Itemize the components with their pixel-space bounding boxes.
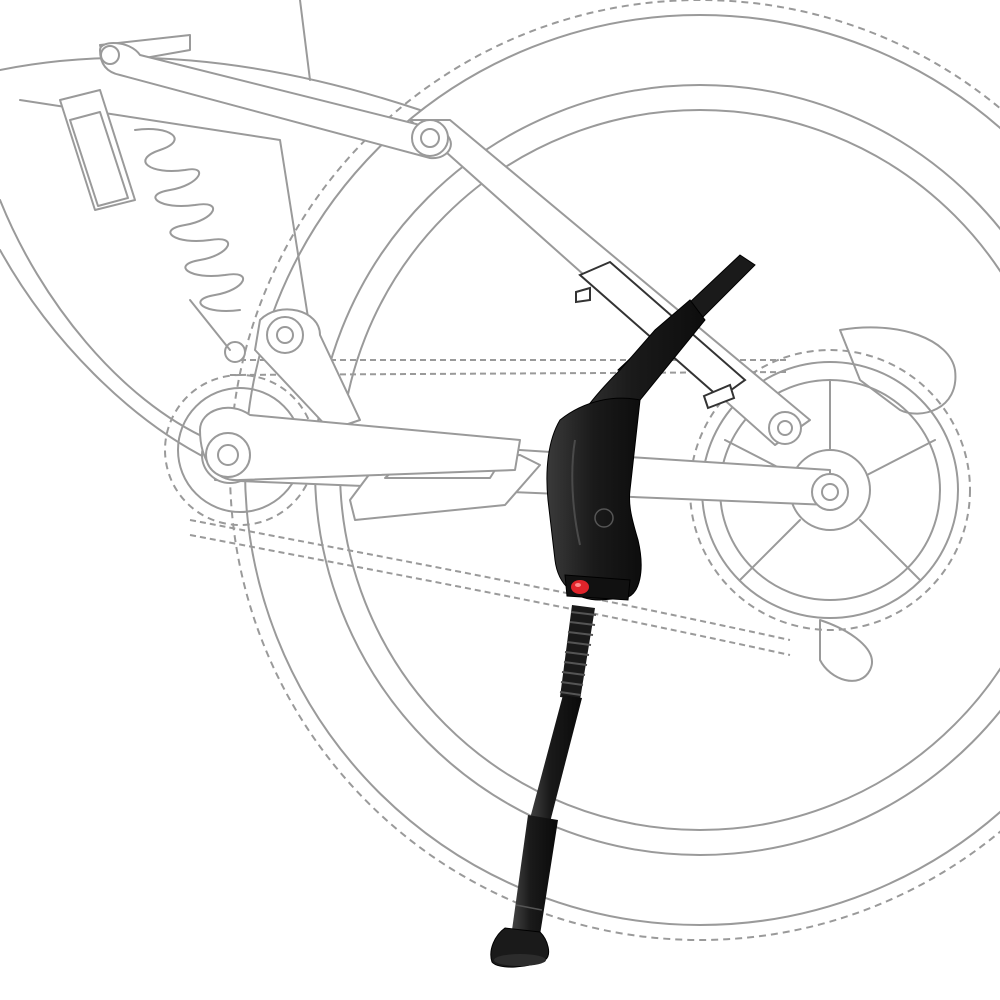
- rear-shock: [59, 89, 245, 351]
- rear-derailleur: [819, 619, 873, 682]
- kickstand: [490, 254, 756, 968]
- spring-coil: [559, 605, 597, 700]
- kickstand-leg: [528, 695, 582, 830]
- bicycle-outline: [0, 0, 1000, 941]
- kickstand-body: [546, 397, 642, 601]
- logo-emblem: [594, 508, 614, 528]
- pedal: [199, 406, 541, 521]
- release-button: [571, 580, 589, 594]
